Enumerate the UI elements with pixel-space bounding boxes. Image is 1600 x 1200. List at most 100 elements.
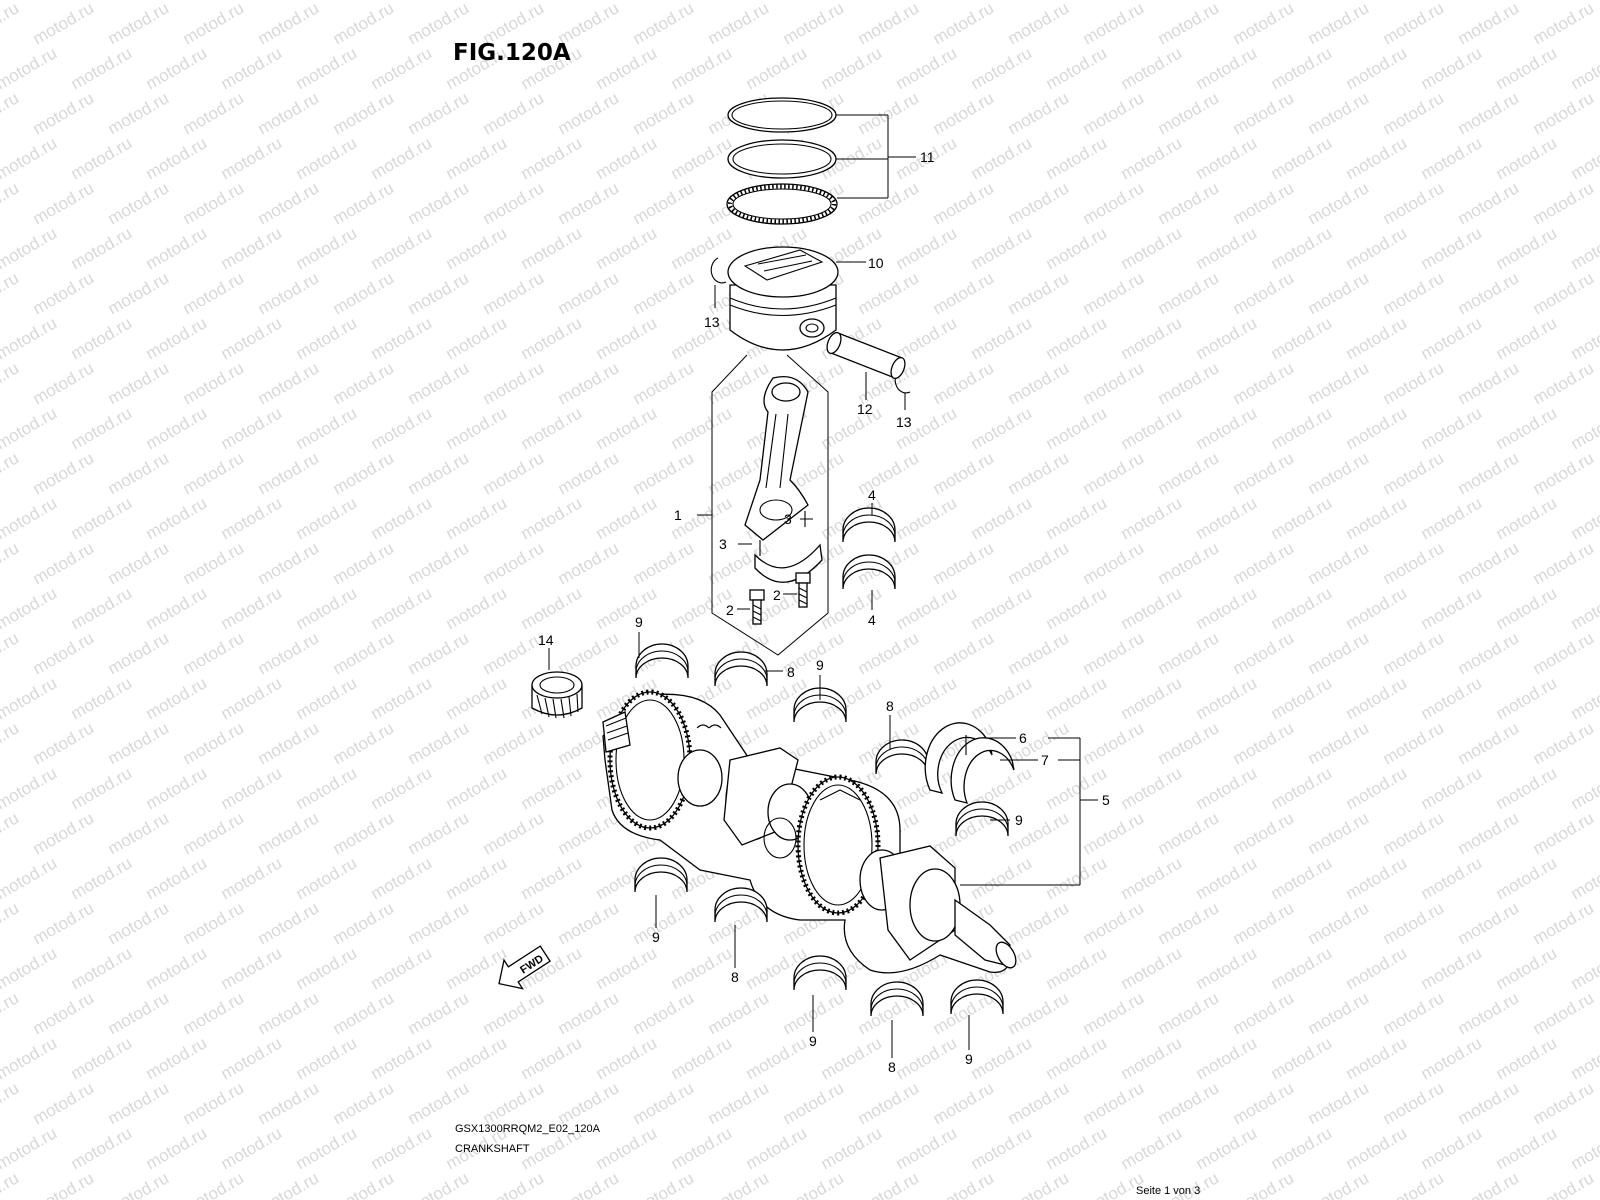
watermark-text: motod.ru <box>1268 223 1336 273</box>
watermark-text: motod.ru <box>855 268 923 318</box>
watermark-text: motod.ru <box>1305 178 1373 228</box>
watermark-text: motod.ru <box>1080 178 1148 228</box>
watermark-text: motod.ru <box>555 88 623 138</box>
watermark-text: motod.ru <box>0 223 60 273</box>
watermark-text: motod.ru <box>818 1033 886 1083</box>
callout-11: 11 <box>920 149 935 165</box>
watermark-text: motod.ru <box>630 898 698 948</box>
watermark-text: motod.ru <box>555 628 623 678</box>
watermark-text: motod.ru <box>105 0 173 48</box>
watermark-text: motod.ru <box>893 313 961 363</box>
watermark-text: motod.ru <box>1043 853 1111 903</box>
watermark-text: motod.ru <box>1418 1123 1486 1173</box>
callout-3-right: 3 <box>784 511 792 527</box>
watermark-text: motod.ru <box>1418 133 1486 183</box>
watermark-text: motod.ru <box>330 628 398 678</box>
watermark-text: motod.ru <box>518 1033 586 1083</box>
watermark-text: motod.ru <box>1455 448 1523 498</box>
watermark-text: motod.ru <box>1418 493 1486 543</box>
watermark-text: motod.ru <box>1230 88 1298 138</box>
watermark-text: motod.ru <box>855 448 923 498</box>
watermark-text: motod.ru <box>1005 718 1073 768</box>
watermark-text: motod.ru <box>293 1123 361 1173</box>
watermark-text: motod.ru <box>180 1078 248 1128</box>
watermark-text: motod.ru <box>555 178 623 228</box>
watermark-text: motod.ru <box>743 0 811 3</box>
watermark-text: motod.ru <box>0 808 22 858</box>
watermark-text: motod.ru <box>1230 448 1298 498</box>
watermark-text: motod.ru <box>518 133 586 183</box>
watermark-text: motod.ru <box>1005 268 1073 318</box>
watermark-text: motod.ru <box>0 268 22 318</box>
watermark-text: motod.ru <box>1493 313 1561 363</box>
watermark-text: motod.ru <box>218 313 286 363</box>
watermark-text: motod.ru <box>893 43 961 93</box>
watermark-text: motod.ru <box>930 538 998 588</box>
watermark-text: motod.ru <box>555 898 623 948</box>
watermark-text: motod.ru <box>443 0 511 3</box>
watermark-text: motod.ru <box>1155 988 1223 1038</box>
watermark-text: motod.ru <box>1305 1078 1373 1128</box>
watermark-text: motod.ru <box>405 808 473 858</box>
watermark-text: motod.ru <box>0 853 60 903</box>
watermark-text: motod.ru <box>1155 898 1223 948</box>
watermark-text: motod.ru <box>1193 1033 1261 1083</box>
watermark-text: motod.ru <box>518 403 586 453</box>
watermark-text: motod.ru <box>1230 898 1298 948</box>
watermark-text: motod.ru <box>1043 133 1111 183</box>
watermark-text: motod.ru <box>668 43 736 93</box>
watermark-text: motod.ru <box>405 88 473 138</box>
watermark-text: motod.ru <box>518 583 586 633</box>
watermark-text: motod.ru <box>293 43 361 93</box>
callout-4-top: 4 <box>868 487 876 503</box>
watermark-text: motod.ru <box>1155 538 1223 588</box>
watermark-text: motod.ru <box>705 358 773 408</box>
watermark-text: motod.ru <box>1380 628 1448 678</box>
watermark-text: motod.ru <box>1230 808 1298 858</box>
watermark-text: motod.ru <box>1230 628 1298 678</box>
watermark-text: motod.ru <box>930 1168 998 1200</box>
callout-9-b: 9 <box>816 657 824 673</box>
callout-2-left: 2 <box>726 602 734 618</box>
watermark-text: motod.ru <box>1043 43 1111 93</box>
watermark-text: motod.ru <box>668 403 736 453</box>
piston <box>727 246 839 351</box>
watermark-text: motod.ru <box>405 538 473 588</box>
callout-8-b: 8 <box>886 698 894 714</box>
watermark-text: motod.ru <box>30 1168 98 1200</box>
watermark-text: motod.ru <box>1118 403 1186 453</box>
watermark-text: motod.ru <box>1455 268 1523 318</box>
watermark-text: motod.ru <box>1043 1033 1111 1083</box>
watermark-text: motod.ru <box>1043 583 1111 633</box>
watermark-text: motod.ru <box>480 538 548 588</box>
watermark-text: motod.ru <box>668 0 736 3</box>
watermark-text: motod.ru <box>555 268 623 318</box>
callout-8-c: 8 <box>731 969 739 985</box>
watermark-text: motod.ru <box>1380 0 1448 48</box>
watermark-text: motod.ru <box>443 763 511 813</box>
watermark-text: motod.ru <box>1118 1123 1186 1173</box>
watermark-text: motod.ru <box>968 493 1036 543</box>
watermark-text: motod.ru <box>1268 583 1336 633</box>
watermark-text: motod.ru <box>1305 0 1373 48</box>
callout-9-d: 9 <box>652 929 660 945</box>
watermark-text: motod.ru <box>255 358 323 408</box>
watermark-text: motod.ru <box>930 268 998 318</box>
watermark-text: motod.ru <box>1193 0 1261 3</box>
watermark-text: motod.ru <box>218 1033 286 1083</box>
watermark-text: motod.ru <box>1118 943 1186 993</box>
watermark-text: motod.ru <box>368 43 436 93</box>
watermark-text: motod.ru <box>1343 1033 1411 1083</box>
watermark-text: motod.ru <box>1005 898 1073 948</box>
watermark-text: motod.ru <box>593 1123 661 1173</box>
watermark-text: motod.ru <box>0 313 60 363</box>
watermark-text: motod.ru <box>143 133 211 183</box>
section-name: CRANKSHAFT <box>455 1143 530 1155</box>
watermark-text: motod.ru <box>0 1168 22 1200</box>
watermark-text: motod.ru <box>893 1033 961 1083</box>
watermark-text: motod.ru <box>1343 313 1411 363</box>
watermark-text: motod.ru <box>1043 943 1111 993</box>
watermark-text: motod.ru <box>780 1078 848 1128</box>
watermark-text: motod.ru <box>1268 1033 1336 1083</box>
